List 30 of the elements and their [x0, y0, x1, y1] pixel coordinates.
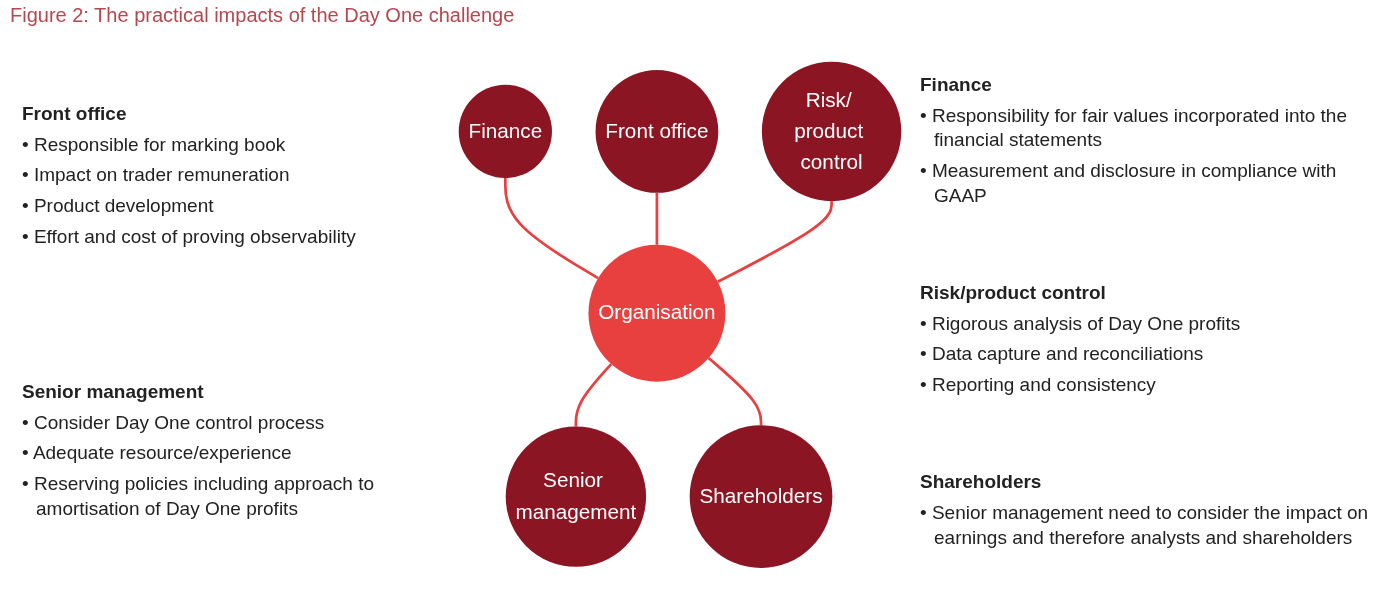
- section-heading: Senior management: [22, 380, 205, 403]
- node-circle: Front office: [595, 70, 719, 193]
- bullet-point: • Product development: [22, 194, 215, 218]
- node-circle: Finance: [458, 84, 552, 179]
- node-circle: Organisation: [588, 244, 726, 382]
- node-circle: Shareholders: [689, 425, 833, 569]
- section-heading: Risk/product control: [920, 281, 1107, 304]
- node-circle: Senior management: [505, 426, 647, 567]
- connector: [717, 201, 833, 284]
- bullet-point: • Measurement and disclosure in compliance with GAAP: [920, 159, 1338, 208]
- bullet-point: • Impact on trader remuneration: [22, 163, 291, 188]
- node-circle: Risk/ product control: [761, 61, 902, 202]
- connector: [655, 192, 659, 245]
- bullet-point: • Reporting and consistency: [920, 373, 1157, 397]
- bullet-point: • Responsible for marking book: [22, 132, 287, 157]
- section-heading: Finance: [920, 73, 993, 96]
- bullet-point: • Reserving policies including approach to amortisation of Day One profits: [22, 472, 376, 521]
- bullet-point: • Data capture and reconciliations: [920, 342, 1205, 367]
- connector: [503, 178, 599, 280]
- bullet-point: • Senior management need to consider the impact on earnings and therefore analysts and shareholders: [920, 500, 1370, 550]
- section-heading: Front office: [22, 102, 128, 125]
- bullet-point: • Rigorous analysis of Day One profits: [920, 311, 1242, 336]
- bullet-point: • Responsibility for fair values incorporated into the financial statements: [920, 103, 1348, 153]
- figure-title: Figure 2: The practical impacts of the Day One challenge: [10, 4, 515, 27]
- connector: [574, 363, 613, 427]
- bullet-point: • Adequate resource/experience: [22, 441, 293, 466]
- section-heading: Shareholders: [920, 470, 1043, 493]
- bullet-point: • Consider Day One control process: [22, 410, 326, 435]
- connector: [707, 357, 763, 426]
- bullet-point: • Effort and cost of proving observability: [22, 224, 357, 249]
